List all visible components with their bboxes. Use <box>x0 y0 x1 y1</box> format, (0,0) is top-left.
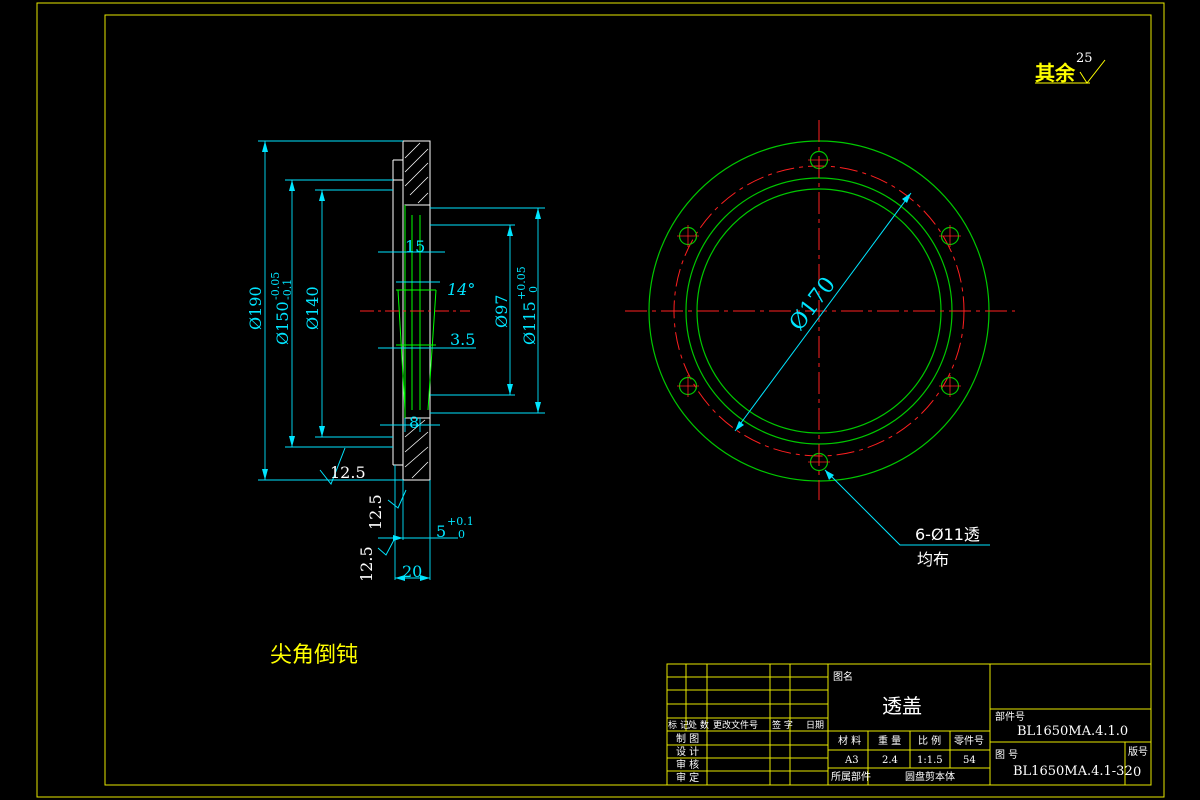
dim-d150-upper: -0.05 <box>269 272 282 300</box>
dim-w20: 20 <box>402 562 422 581</box>
col-material: 材 料 <box>838 734 861 747</box>
sheet-frame <box>36 2 1165 798</box>
roughness-check <box>1079 59 1106 84</box>
col-weight: 重 量 <box>878 734 901 747</box>
role-review: 审 核 <box>676 758 699 771</box>
diameter-dim-line <box>734 192 912 432</box>
role-approve: 审 定 <box>676 771 699 784</box>
rough-a: 12.5 <box>330 463 366 482</box>
dim-d115-lower: 0 <box>527 286 540 293</box>
rough-c: 12.5 <box>357 546 376 582</box>
dim-d115-upper: +0.05 <box>515 266 528 300</box>
val-part-no: 54 <box>963 755 976 766</box>
dim-d97: Ø97 <box>492 295 511 328</box>
section-view: Ø190 Ø150 -0.05 -0.1 Ø140 Ø97 Ø115 +0.05… <box>246 140 545 582</box>
change-header-date: 日期 <box>806 720 824 731</box>
section-hatch <box>404 142 429 479</box>
title-block: 图名 透盖 标 记 处 数 更改文件号 签 字 日期 制 图 设 计 审 核 审… <box>666 663 1152 786</box>
hole-note-line1: 6-Ø11透 <box>915 525 980 544</box>
dimension-arrows <box>262 141 541 581</box>
dim-w3-5: 3.5 <box>450 330 475 349</box>
dim-w5-upper: +0.1 <box>447 515 474 528</box>
component-no-label: 部件号 <box>995 710 1025 723</box>
dim-d190: Ø190 <box>246 286 265 330</box>
version: 0 <box>1133 765 1141 780</box>
assembly-label: 所属部件 <box>831 770 871 783</box>
hole-leader <box>824 469 990 546</box>
section-roughness-marks <box>319 447 407 556</box>
drawing-no-label: 图 号 <box>995 749 1018 761</box>
plan-center-lines <box>625 120 1015 500</box>
edge-note: 尖角倒钝 <box>270 643 358 668</box>
dim-d140: Ø140 <box>303 286 322 330</box>
col-part-no: 零件号 <box>954 735 984 747</box>
dim-d150-lower: -0.1 <box>281 279 294 300</box>
version-label: 版号 <box>1128 745 1148 758</box>
col-scale: 比 例 <box>918 734 941 747</box>
change-header-sign: 签 字 <box>772 719 793 731</box>
dim-angle14: 14° <box>447 280 475 299</box>
assembly-name: 圆盘剪本体 <box>905 770 955 783</box>
hole-leader-arrow <box>825 470 834 480</box>
outer-border <box>36 2 1165 798</box>
change-header-doc: 更改文件号 <box>713 719 758 731</box>
role-draft: 制 图 <box>676 732 699 745</box>
dimension-texts: Ø190 Ø150 -0.05 -0.1 Ø140 Ø97 Ø115 +0.05… <box>246 237 540 582</box>
change-header-mark: 标 记 <box>668 719 689 731</box>
roughness-symbol: 其余 25 <box>1035 51 1106 85</box>
diameter-arrow-bottom <box>735 421 744 431</box>
roughness-value: 25 <box>1076 51 1093 66</box>
change-header-count: 处 数 <box>688 719 709 731</box>
dim-w5: 5 <box>436 522 446 541</box>
diameter-arrow-top <box>902 193 911 203</box>
val-material: A3 <box>844 755 859 766</box>
dim-w15: 15 <box>405 237 425 256</box>
dimension-lines <box>258 140 545 580</box>
component-no: BL1650MA.4.1.0 <box>1017 724 1128 739</box>
title-part-name: 透盖 <box>882 694 922 718</box>
dim-d150: Ø150 <box>273 301 292 345</box>
val-weight: 2.4 <box>882 755 898 766</box>
dim-w5-lower: 0 <box>458 528 465 541</box>
drawing-no: BL1650MA.4.1-32 <box>1013 764 1133 779</box>
seal-groove <box>396 205 437 418</box>
plan-view: Ø170 6-Ø11透 均布 <box>625 120 1015 569</box>
hole-note-line2: 均布 <box>917 550 949 569</box>
rough-b: 12.5 <box>366 494 385 530</box>
roughness-label: 其余 <box>1035 61 1076 85</box>
inner-border <box>104 14 1152 786</box>
role-design: 设 计 <box>676 745 699 758</box>
dim-w8: 8 <box>409 413 419 432</box>
val-scale: 1:1.5 <box>917 755 943 766</box>
title-name-header: 图名 <box>833 670 853 683</box>
dim-d115: Ø115 <box>520 301 539 345</box>
